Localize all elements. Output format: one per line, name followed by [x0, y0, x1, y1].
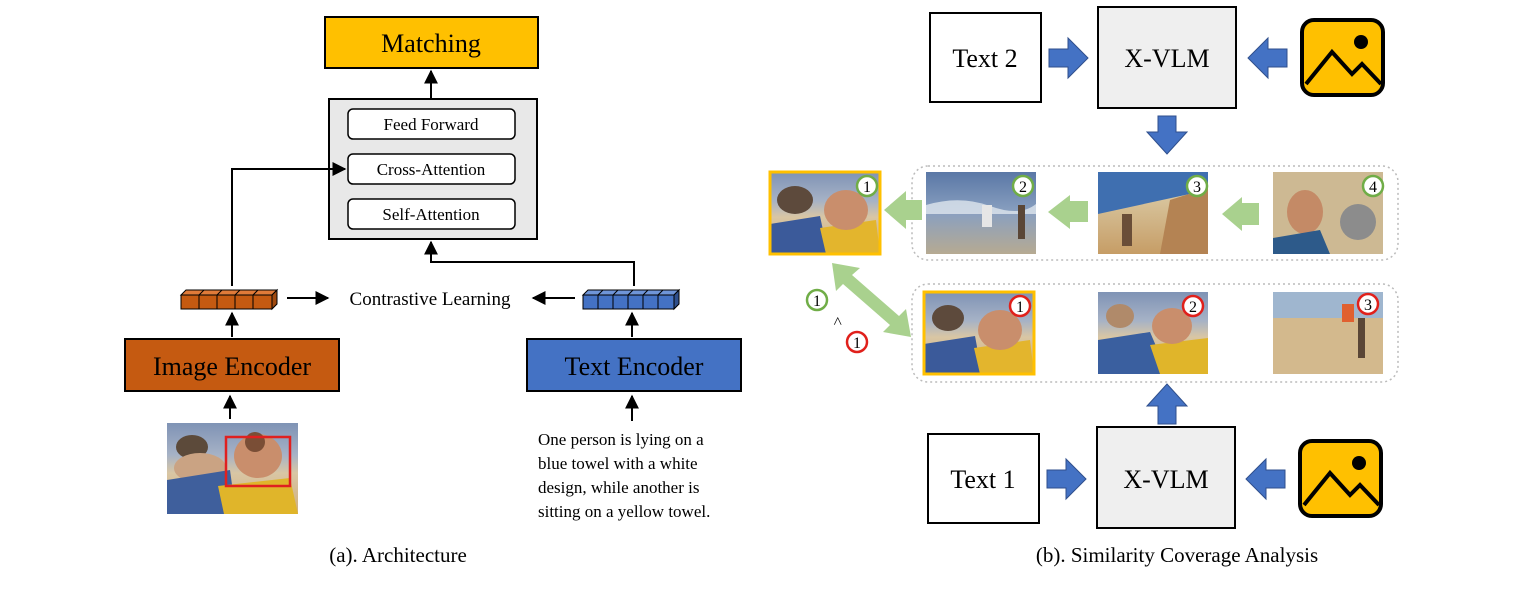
- image-to-xvlm-bottom-arrow: [1245, 457, 1286, 501]
- text-feature-tokens: [581, 288, 681, 311]
- bottom-rank-3: 3: [1364, 297, 1372, 314]
- image-feature-to-cross-attention-arrow: [231, 162, 347, 286]
- matching-label: Matching: [381, 29, 481, 58]
- caption-line-1: One person is lying on a: [538, 430, 704, 449]
- xvlm-bottom-up-arrow: [1145, 383, 1189, 425]
- architecture-caption: (a). Architecture: [329, 543, 467, 567]
- compare-red-label: 1: [853, 335, 861, 352]
- caption-line-4: sitting on a yellow towel.: [538, 502, 710, 521]
- top-row-arrow-3: [1222, 197, 1259, 231]
- xvlm-bottom-label: X-VLM: [1123, 465, 1208, 494]
- text1-to-xvlm-arrow: [1046, 457, 1087, 501]
- top-rank-2: 2: [1019, 179, 1027, 196]
- architecture-panel: Matching Feed Forward Cross-Attention Se…: [124, 16, 742, 567]
- bottom-row-image-2: 2: [1098, 292, 1208, 374]
- compare-green-circle: [805, 288, 829, 312]
- feed-forward-label: Feed Forward: [384, 115, 479, 134]
- self-attention-label: Self-Attention: [382, 205, 480, 224]
- image-icon-bottom: [1298, 439, 1383, 518]
- input-beach-image: [167, 423, 298, 514]
- top-rank-3: 3: [1193, 179, 1201, 196]
- text1-box: [927, 433, 1040, 524]
- top-row-arrow-1: [884, 191, 922, 229]
- top-rank-4: 4: [1369, 179, 1377, 196]
- text-encoder-box: [526, 338, 742, 392]
- xvlm-top-box: [1097, 6, 1237, 109]
- xvlm-top-down-arrow: [1145, 115, 1189, 155]
- image-to-xvlm-top-arrow: [1247, 36, 1288, 80]
- text-encoder-label: Text Encoder: [565, 352, 704, 381]
- text2-box: [929, 12, 1042, 103]
- input-caption: One person is lying on a blue towel with…: [538, 430, 710, 521]
- self-attention-box: [347, 198, 516, 230]
- caption-line-3: design, while another is: [538, 478, 699, 497]
- image-icon-top: [1300, 18, 1385, 97]
- text2-label: Text 2: [952, 44, 1017, 73]
- cross-attention-box: [347, 153, 516, 185]
- caption-line-2: blue towel with a white: [538, 454, 698, 473]
- top-row-image-3: 4: [1273, 172, 1385, 254]
- top-row-arrow-2: [1048, 195, 1088, 229]
- feed-forward-box: [347, 108, 516, 140]
- top-row-image-1: 2: [926, 172, 1036, 254]
- contrastive-learning-label: Contrastive Learning: [350, 289, 511, 310]
- cross-attention-label: Cross-Attention: [377, 160, 486, 179]
- similarity-panel: Text 2 X-VLM 1: [768, 6, 1399, 567]
- text-feature-to-self-attention-arrow: [424, 240, 635, 286]
- selected-image: 1: [768, 170, 882, 256]
- text2-to-xvlm-arrow: [1048, 36, 1089, 80]
- selected-rank-label: 1: [863, 179, 871, 196]
- top-row-image-2: 3: [1098, 172, 1209, 254]
- comparison-double-arrow: [832, 263, 911, 337]
- text1-label: Text 1: [950, 465, 1015, 494]
- bottom-rank-2: 2: [1189, 299, 1197, 316]
- image-encoder-label: Image Encoder: [153, 352, 311, 381]
- image-feature-tokens: [179, 288, 279, 311]
- similarity-caption: (b). Similarity Coverage Analysis: [1036, 543, 1318, 567]
- xvlm-top-label: X-VLM: [1124, 44, 1209, 73]
- compare-symbol: >: [830, 316, 847, 325]
- xvlm-bottom-box: [1096, 426, 1236, 529]
- matching-box: [324, 16, 539, 69]
- bottom-row-container: [911, 283, 1399, 383]
- compare-green-label: 1: [813, 293, 821, 310]
- bottom-row-image-3: 3: [1273, 292, 1383, 374]
- bottom-rank-1: 1: [1016, 299, 1024, 316]
- bottom-row-image-1: 1: [922, 290, 1036, 376]
- compare-red-circle: [845, 330, 869, 354]
- image-encoder-box: [124, 338, 340, 392]
